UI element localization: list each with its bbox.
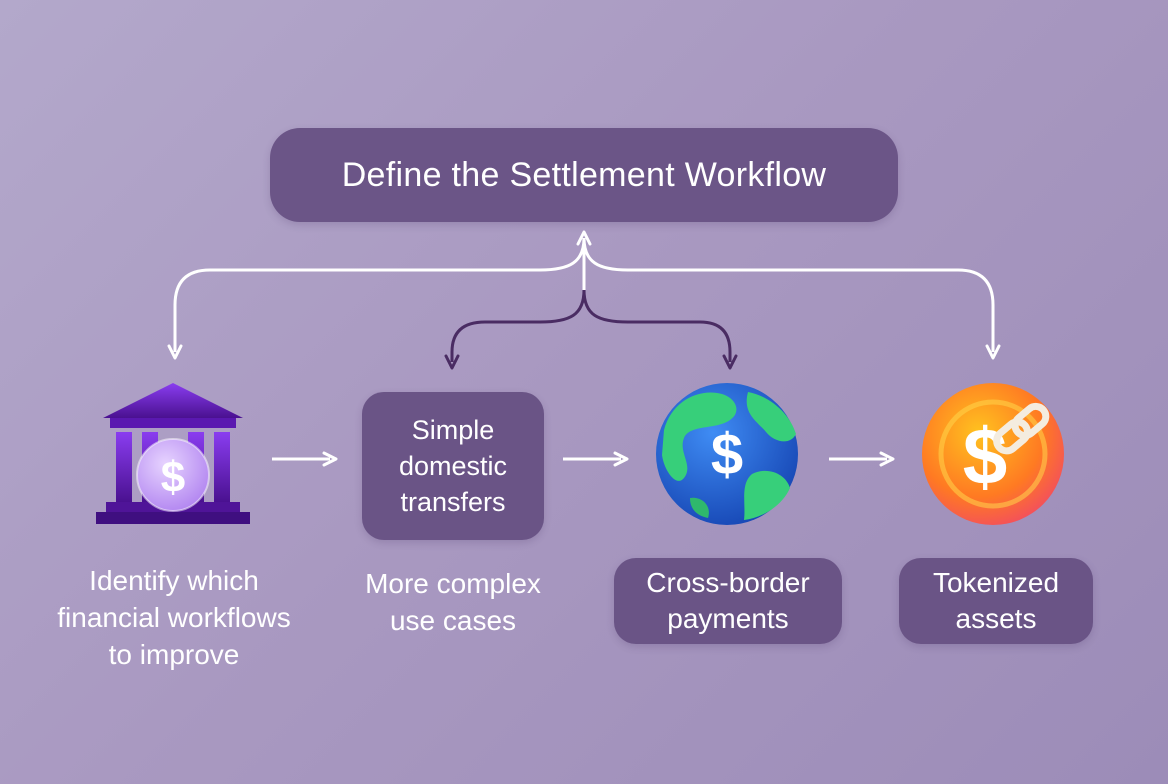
simple-transfers-text: Simple domestic transfers xyxy=(398,415,508,517)
connector-title-to-simple xyxy=(444,289,586,370)
connector-title-to-identify xyxy=(167,230,592,360)
coin-link-icon: $ xyxy=(922,383,1064,525)
coin-dollar-sign: $ xyxy=(963,412,1008,501)
chain-link-icon xyxy=(993,402,1050,455)
cross-border-box: Cross-border payments xyxy=(614,558,842,644)
identify-workflows-label: Identify which financial workflows to im… xyxy=(18,562,330,673)
globe-dollar-icon: $ xyxy=(656,383,798,525)
connector-title-to-cross-border xyxy=(582,289,738,370)
title-box: Define the Settlement Workflow xyxy=(270,128,898,222)
connector-title-to-tokenized xyxy=(582,237,1001,360)
bank-icon: $ xyxy=(96,383,250,524)
cross-border-text: Cross-border payments xyxy=(646,567,810,634)
identify-workflows-text: Identify which financial workflows to im… xyxy=(57,565,291,670)
complex-use-cases-text: More complex use cases xyxy=(365,568,541,636)
complex-use-cases-label: More complex use cases xyxy=(332,565,574,639)
bank-dollar-sign: $ xyxy=(161,453,185,502)
simple-transfers-box: Simple domestic transfers xyxy=(362,392,544,540)
tokenized-assets-text: Tokenized assets xyxy=(932,567,1060,634)
tokenized-assets-box: Tokenized assets xyxy=(899,558,1093,644)
globe-dollar-sign: $ xyxy=(711,422,743,487)
diagram-title: Define the Settlement Workflow xyxy=(341,155,827,194)
